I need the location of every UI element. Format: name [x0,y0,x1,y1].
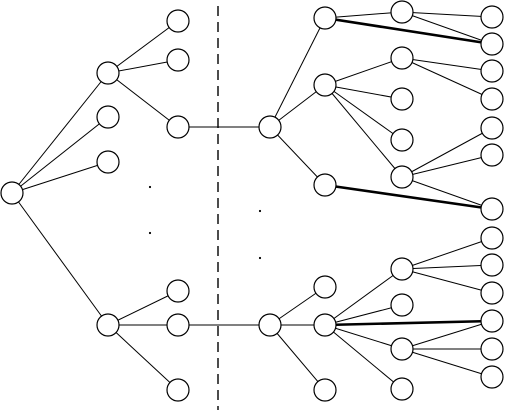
edge [324,84,403,100]
edge [107,59,179,74]
tree-node-n5 [166,9,190,33]
ellipsis-dot [258,209,262,213]
edge [401,264,493,270]
tree-node-n28 [313,275,337,299]
tree-node-n36 [480,226,504,250]
tree-node-n2 [96,105,120,129]
tree-node-n14 [313,73,337,97]
tree-node-n31 [390,257,414,281]
tree-node-n27 [480,197,504,221]
edge-emphasized [324,319,493,327]
tree-node-n17 [480,32,504,56]
edge [324,84,403,141]
tree-node-n38 [480,281,504,305]
edge [11,161,109,194]
edge [401,237,493,270]
tree-node-n24 [480,87,504,111]
tree-node-n25 [480,116,504,140]
edge [401,127,493,178]
tree-node-n23 [480,59,504,83]
tree-node-n11 [258,115,282,139]
tree-node-n21 [390,165,414,189]
tree-node-n1 [96,61,120,85]
ellipsis-dots-group [148,185,262,260]
tree-node-n3 [96,150,120,174]
tree-node-n15 [313,173,337,197]
edge [324,324,403,390]
tree-node-n10 [166,378,190,402]
edge [401,11,493,18]
tree-node-n13 [313,6,337,30]
tree-node-n30 [313,378,337,402]
edge [401,11,493,45]
tree-node-n32 [390,293,414,317]
edge [324,11,403,19]
edge-emphasized [324,16,493,46]
edge [324,84,403,178]
tree-node-n40 [480,365,504,389]
edge [401,57,493,72]
edge [324,304,403,326]
tree-node-n35 [480,309,504,333]
ellipsis-dot [258,256,262,260]
tree-node-n12 [258,313,282,337]
tree-node-n16 [390,0,414,24]
tree-node-n7 [166,115,190,139]
edge [107,324,179,391]
edge [401,57,493,100]
edge [107,290,179,326]
edge [401,348,493,378]
tree-node-n8 [166,279,190,303]
edge [324,268,403,326]
tree-node-n9 [166,313,190,337]
edge [324,324,403,350]
tree-node-n18 [390,46,414,70]
tree-node-n19 [390,87,414,111]
ellipsis-dot [148,185,152,189]
tree-node-n4 [96,313,120,337]
tree-node-n33 [390,337,414,361]
tree-node-n39 [480,337,504,361]
edge [401,154,493,178]
node-group [0,0,504,402]
ellipsis-dot [148,231,152,235]
edge-emphasized [324,183,493,211]
tree-node-n26 [480,143,504,167]
edge [401,320,493,350]
tree-node-n20 [390,128,414,152]
edge [269,324,326,391]
edge [107,20,179,74]
edge [269,126,326,186]
edge [11,72,109,194]
tree-node-n6 [166,48,190,72]
edge [401,176,493,210]
tree-node-n37 [480,253,504,277]
tree-node-n0 [0,181,24,205]
edge [324,57,403,86]
edge [401,268,493,294]
tree-node-n22 [480,5,504,29]
tree-node-n34 [390,377,414,401]
edge [107,72,179,128]
edge [269,17,326,128]
edge [11,192,109,326]
tree-node-n29 [313,313,337,337]
edge [11,116,109,194]
edge-group [11,11,493,391]
